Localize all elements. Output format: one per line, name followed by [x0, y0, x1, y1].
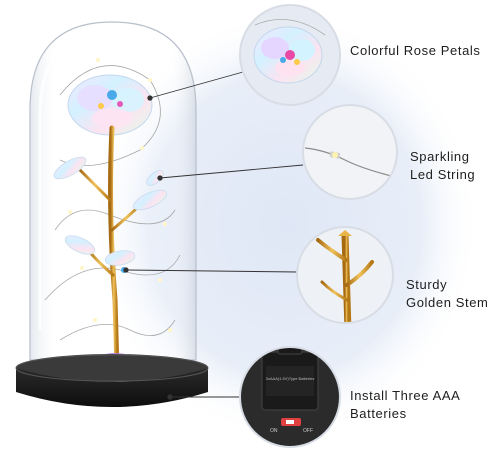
feature-label-rose-line1: Colorful Rose Petals: [350, 43, 481, 58]
feature-label-led-line2: Led String: [410, 167, 476, 182]
golden-stem: [78, 125, 142, 373]
battery-off-text: OFF: [303, 428, 313, 434]
rose-head: [67, 74, 153, 136]
wooden-base: [15, 354, 209, 407]
battery-on-text: ON: [270, 428, 278, 434]
led-string-icon: [304, 147, 397, 179]
feature-label-led: Sparkling Led String: [410, 148, 475, 184]
led-lights: [68, 58, 172, 332]
golden-stem-icon: [316, 230, 374, 323]
feature-label-rose: Colorful Rose Petals: [350, 42, 481, 60]
detail-circle-stem: [296, 226, 394, 324]
detail-circle-led: [302, 104, 398, 200]
feature-label-led-line1: Sparkling: [410, 149, 470, 164]
battery-box-icon: [240, 347, 340, 447]
iridescent-rose-icon: [253, 19, 326, 105]
detail-circle-battery: 3xAAA(1.5V)Type Batteries ON OFF: [239, 346, 341, 448]
detail-circle-rose: [239, 4, 341, 106]
feature-label-battery-line1: Install Three AAA: [350, 388, 461, 403]
battery-type-text: 3xAAA(1.5V)Type Batteries: [266, 376, 315, 381]
leader-lines: [123, 71, 304, 400]
feature-label-stem-line2: Golden Stem: [406, 295, 489, 310]
feature-label-stem: Sturdy Golden Stem: [406, 276, 488, 312]
feature-label-battery: Install Three AAA Batteries: [350, 387, 460, 423]
leaves: [53, 156, 167, 266]
feature-label-stem-line1: Sturdy: [406, 277, 448, 292]
feature-label-battery-line2: Batteries: [350, 406, 407, 421]
